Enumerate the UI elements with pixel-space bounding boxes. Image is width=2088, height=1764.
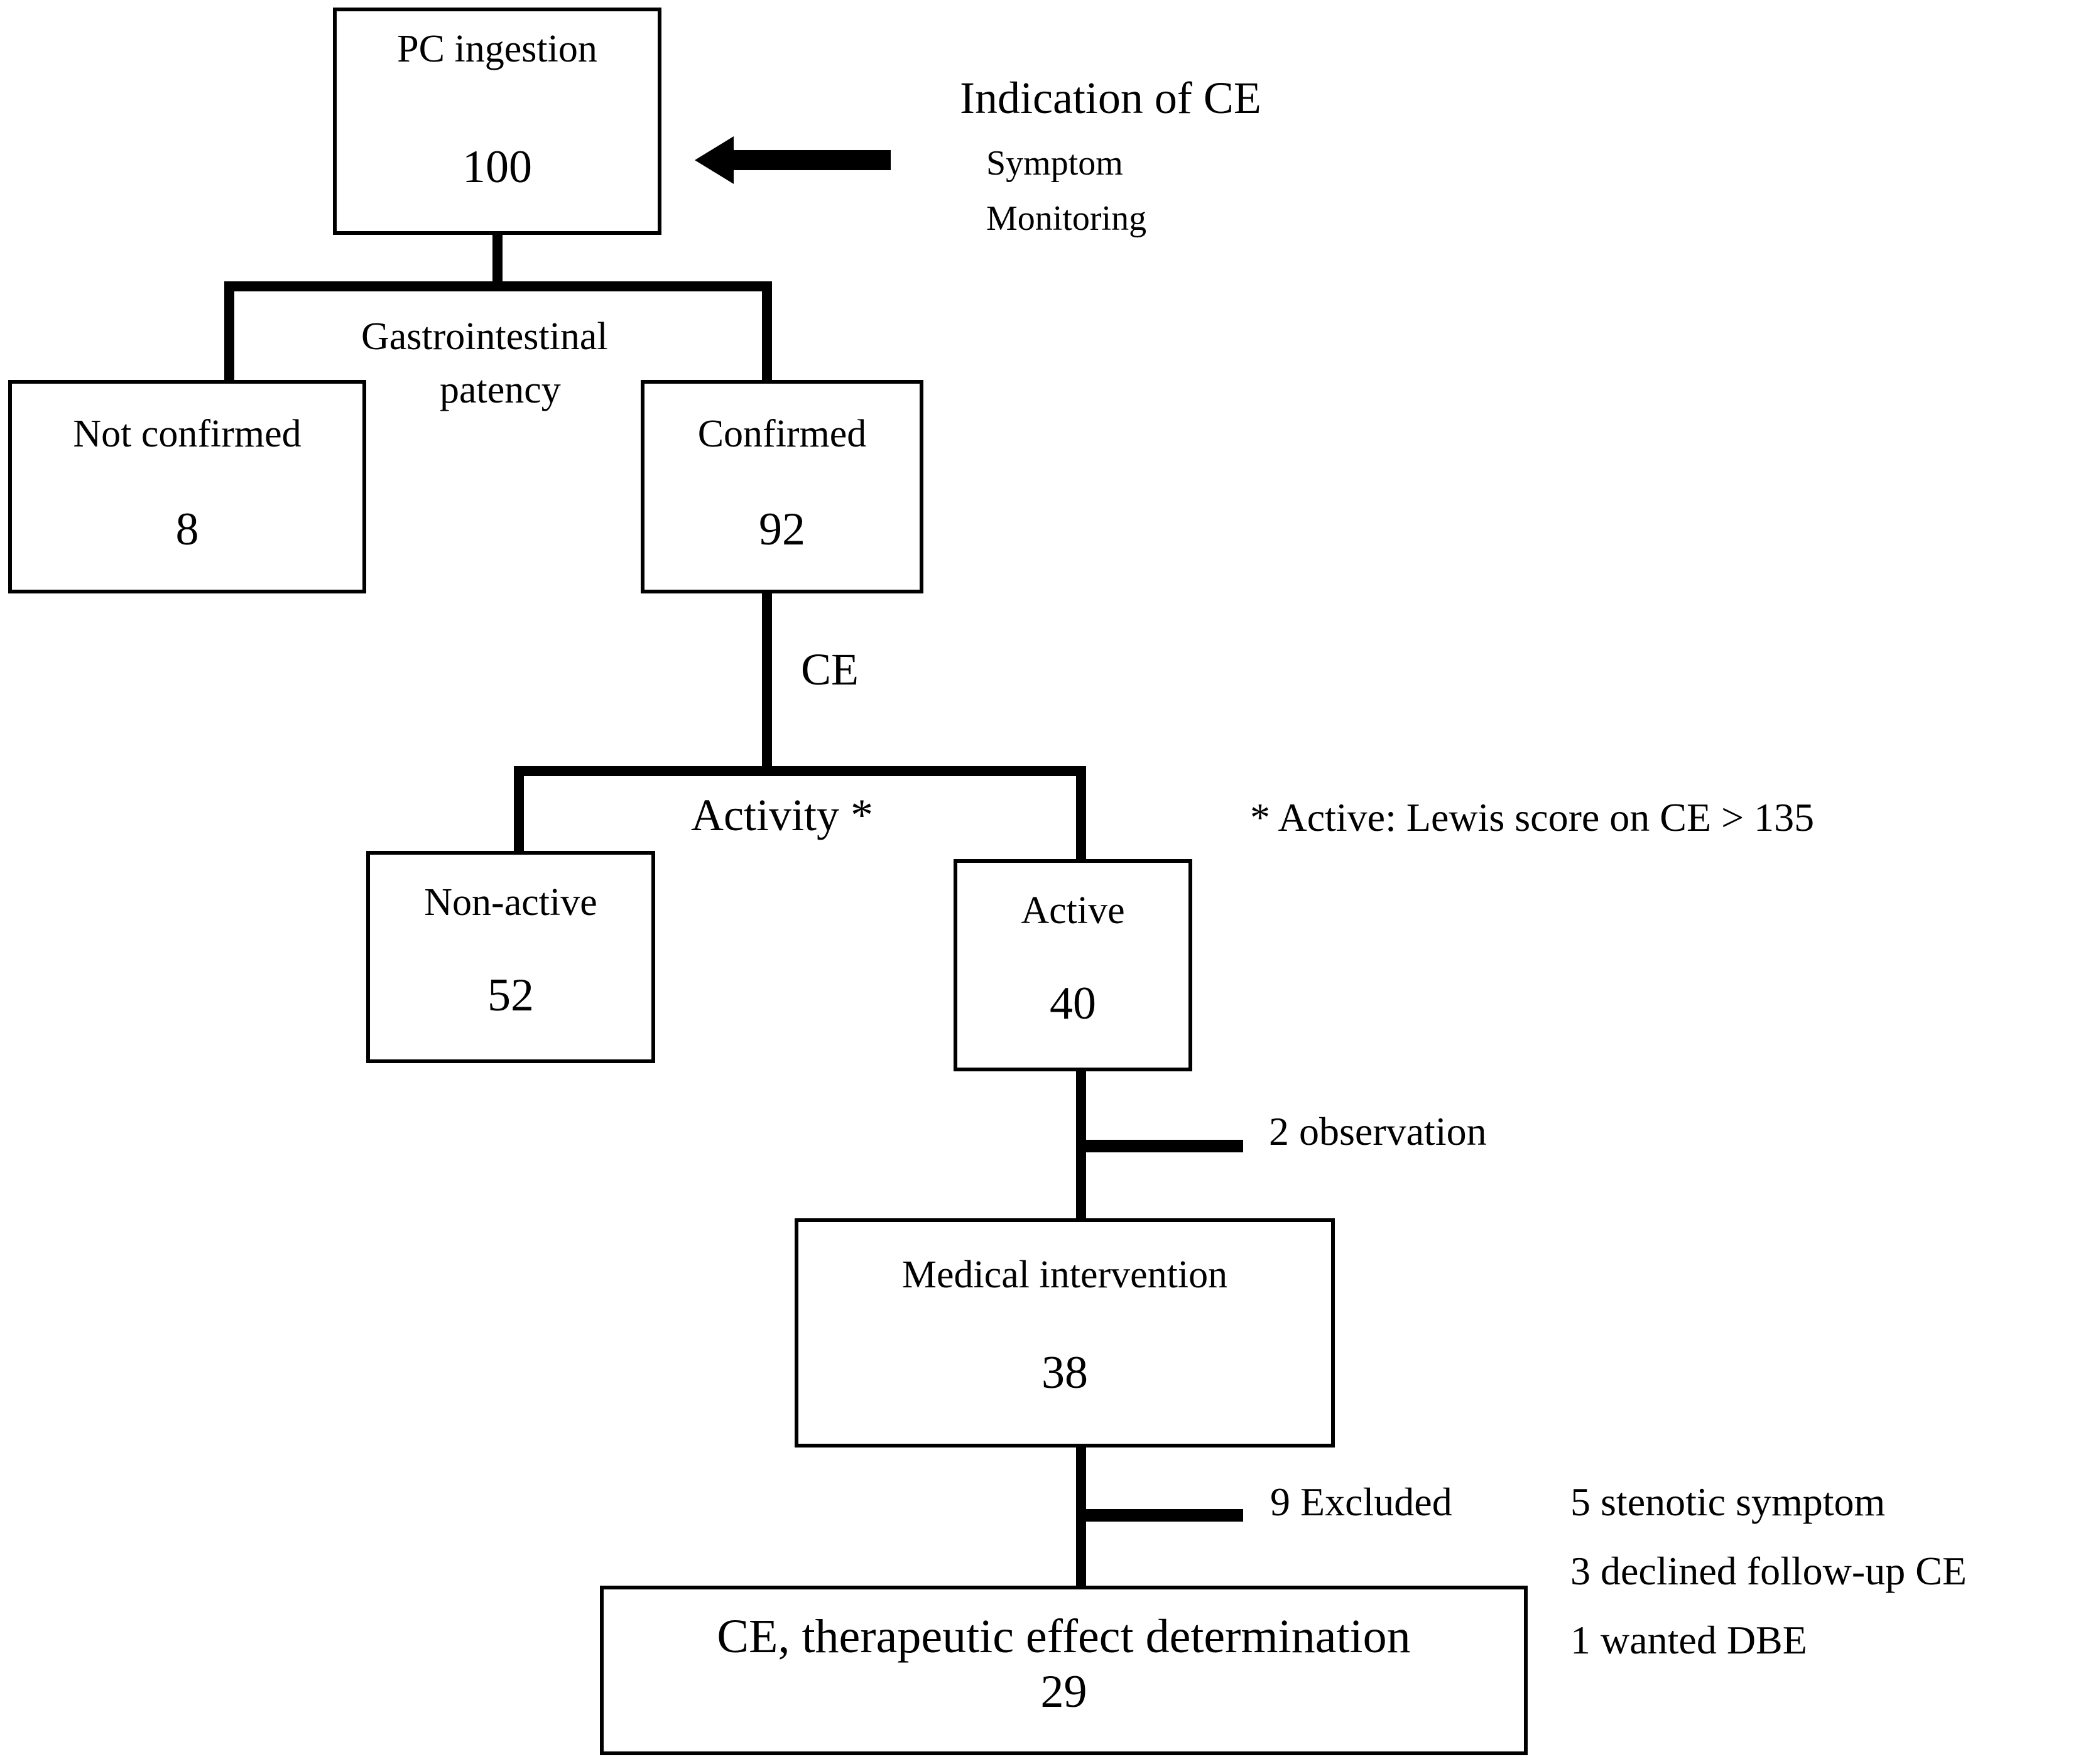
connector-medical-down [1076, 1447, 1086, 1589]
edge-label-ce: CE [801, 644, 859, 695]
connector-to-non-active [514, 766, 524, 859]
exclusion-reason-3: 1 wanted DBE [1570, 1618, 1807, 1662]
node-confirmed: Confirmed 92 [641, 380, 923, 593]
node-not-confirmed-title: Not confirmed [73, 413, 302, 455]
exclusion-reason-2: 3 declined follow-up CE [1570, 1549, 1967, 1593]
connector-observation-tick [1086, 1140, 1243, 1152]
connector-active-down [1076, 1071, 1086, 1222]
node-final-ce-determination: CE, therapeutic effect determination 29 [600, 1586, 1528, 1755]
edge-label-gi-patency-line1: Gastrointestinal [361, 315, 608, 358]
node-active-title: Active [1021, 889, 1125, 932]
connector-excluded-tick [1086, 1509, 1243, 1522]
edge-label-excluded: 9 Excluded [1270, 1480, 1452, 1524]
node-confirmed-count: 92 [759, 504, 805, 556]
node-medical-intervention: Medical intervention 38 [795, 1218, 1335, 1447]
node-non-active-title: Non-active [424, 881, 597, 924]
connector-split-activity [514, 766, 1086, 776]
node-non-active: Non-active 52 [366, 851, 655, 1063]
node-final-title: CE, therapeutic effect determination [717, 1610, 1411, 1663]
node-pc-ingestion-title: PC ingestion [397, 28, 597, 70]
node-active: Active 40 [954, 859, 1192, 1071]
indication-item-symptom: Symptom [986, 144, 1123, 183]
indication-item-monitoring: Monitoring [986, 199, 1147, 238]
node-active-count: 40 [1050, 978, 1096, 1030]
node-not-confirmed: Not confirmed 8 [8, 380, 366, 593]
node-pc-ingestion-count: 100 [462, 141, 532, 193]
exclusion-reason-1: 5 stenotic symptom [1570, 1480, 1886, 1524]
node-medical-intervention-count: 38 [1041, 1347, 1088, 1399]
indication-title: Indication of CE [960, 73, 1261, 123]
connector-to-not-confirmed [224, 281, 234, 382]
edge-label-gi-patency-line2: patency [440, 369, 561, 411]
node-confirmed-title: Confirmed [697, 413, 867, 455]
connector-pc-down [492, 235, 503, 286]
node-pc-ingestion: PC ingestion 100 [333, 8, 661, 235]
connector-confirmed-down [762, 593, 772, 771]
edge-label-observation: 2 observation [1269, 1109, 1487, 1154]
node-medical-intervention-title: Medical intervention [901, 1253, 1228, 1296]
connector-split-gi [224, 281, 772, 291]
indication-arrow-shaft [734, 150, 891, 170]
node-not-confirmed-count: 8 [175, 504, 199, 556]
connector-to-confirmed [762, 281, 772, 382]
edge-label-activity: Activity * [691, 790, 873, 840]
indication-arrow-head [695, 136, 734, 184]
node-final-count: 29 [1040, 1665, 1087, 1718]
node-non-active-count: 52 [487, 970, 534, 1022]
footnote-active-definition: * Active: Lewis score on CE > 135 [1250, 795, 1815, 840]
connector-to-active [1076, 766, 1086, 859]
